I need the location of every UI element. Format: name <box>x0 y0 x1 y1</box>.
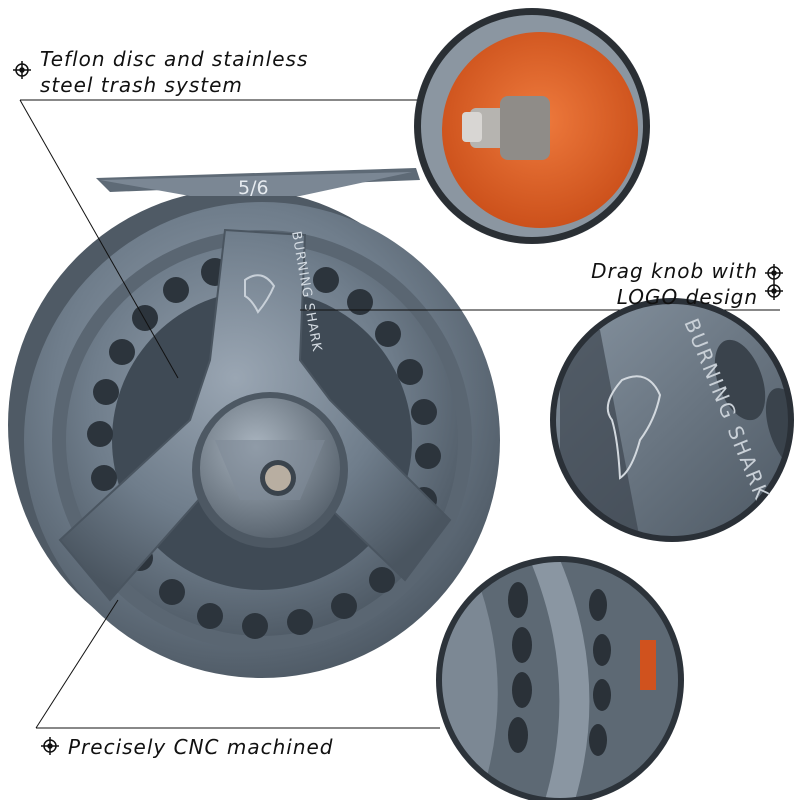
callout-cnc-line1: Precisely CNC machined <box>68 735 334 759</box>
zoom-drag-disc <box>414 8 650 244</box>
callout-cnc: Precisely CNC machined <box>68 734 334 760</box>
callout-teflon-line2: steel trash system <box>40 73 243 97</box>
callout-drag-line2: LOGO design <box>616 285 758 309</box>
fly-reel <box>8 168 500 678</box>
callout-teflon-line1: Teflon disc and stainless <box>40 47 309 71</box>
callout-drag-line1: Drag knob with <box>591 259 758 283</box>
shark-logo-zoom-icon <box>606 375 662 480</box>
zoom-cnc-detail <box>436 556 684 804</box>
crosshair-target-icon <box>41 737 59 755</box>
shark-logo-icon <box>244 274 276 314</box>
callout-drag-knob: Drag knob with LOGO design <box>591 258 758 310</box>
reel-size-label: 5/6 <box>238 177 269 199</box>
crosshair-target-icon <box>765 282 783 300</box>
callout-teflon: Teflon disc and stainless steel trash sy… <box>40 46 308 98</box>
zoom-logo-detail <box>550 298 794 542</box>
crosshair-target-icon <box>765 264 783 282</box>
crosshair-target-icon <box>13 61 31 79</box>
